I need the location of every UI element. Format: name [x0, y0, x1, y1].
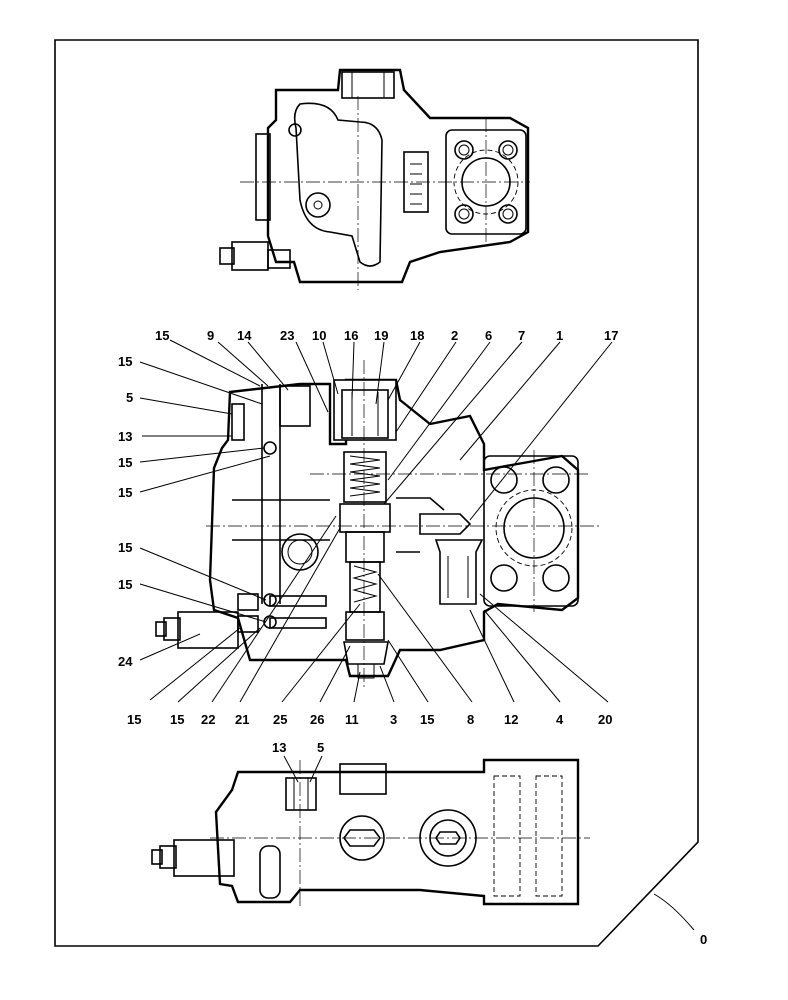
callout-1: 1: [556, 328, 563, 343]
callout-6: 6: [485, 328, 492, 343]
callout-15-bottom-1: 15: [127, 712, 141, 727]
callout-22: 22: [201, 712, 215, 727]
callout-7: 7: [518, 328, 525, 343]
callout-8: 8: [467, 712, 474, 727]
callout-11: 11: [345, 712, 359, 727]
callout-15-bottom-3: 15: [420, 712, 434, 727]
callout-16: 16: [344, 328, 358, 343]
callout-labels: 15 9 14 23 10 16 19 18 2 6 7 1 17 15 5 1…: [118, 328, 707, 947]
section-view: [155, 360, 600, 690]
callout-25: 25: [273, 712, 287, 727]
callout-24: 24: [118, 654, 133, 669]
callout-3: 3: [390, 712, 397, 727]
bottom-view: [151, 758, 590, 906]
callout-20: 20: [598, 712, 612, 727]
callout-15-bottom-2: 15: [170, 712, 184, 727]
callout-26: 26: [310, 712, 324, 727]
callout-15-left-2: 15: [118, 455, 132, 470]
callout-15-left-4: 15: [118, 540, 132, 555]
callout-5: 5: [126, 390, 133, 405]
callout-17: 17: [604, 328, 618, 343]
callout-0: 0: [700, 932, 707, 947]
top-view: [219, 68, 530, 290]
callout-2: 2: [451, 328, 458, 343]
callout-23: 23: [280, 328, 294, 343]
callout-4: 4: [556, 712, 564, 727]
callout-15-left-3: 15: [118, 485, 132, 500]
leader-lines: [139, 339, 695, 931]
callout-13-bottom-view: 13: [272, 740, 286, 755]
callout-15-top: 15: [155, 328, 169, 343]
callout-10: 10: [312, 328, 326, 343]
callout-9: 9: [207, 328, 214, 343]
callout-21: 21: [235, 712, 249, 727]
callout-5-bottom-view: 5: [317, 740, 324, 755]
callout-14: 14: [237, 328, 252, 343]
callout-13: 13: [118, 429, 132, 444]
callout-15-left-5: 15: [118, 577, 132, 592]
drawing-frame: [54, 39, 699, 947]
callout-15-left-1: 15: [118, 354, 132, 369]
callout-12: 12: [504, 712, 518, 727]
callout-19: 19: [374, 328, 388, 343]
callout-18: 18: [410, 328, 424, 343]
